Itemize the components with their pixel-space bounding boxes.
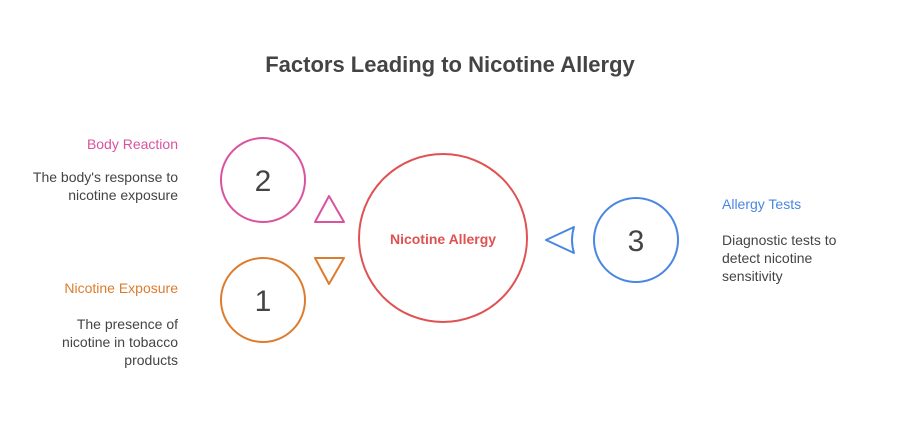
factor-3-heading: Allergy Tests <box>722 196 802 212</box>
factor-2-number: 2 <box>255 165 272 198</box>
factor-1-heading: Nicotine Exposure <box>64 280 178 296</box>
factor-3-description: Diagnostic tests to detect nicotine sens… <box>722 232 837 284</box>
factor-2-description: The body's response to nicotine exposure <box>32 169 178 203</box>
factor-3-circle <box>593 197 679 283</box>
center-circle <box>358 153 528 323</box>
factor-1-description: The presence of nicotine in tobacco prod… <box>62 316 178 368</box>
center-label: Nicotine Allergy <box>390 231 496 247</box>
diagram-title: Factors Leading to Nicotine Allergy <box>265 52 635 77</box>
factor-2-heading: Body Reaction <box>86 136 178 152</box>
factor-3-number: 3 <box>628 225 645 258</box>
factor-1-number: 1 <box>255 285 272 318</box>
arrow-left-icon <box>545 226 575 254</box>
factor-2-circle <box>220 137 306 223</box>
factor-1-circle <box>220 257 306 343</box>
arrow-down-icon <box>314 257 345 285</box>
arrow-up-icon <box>314 195 345 223</box>
